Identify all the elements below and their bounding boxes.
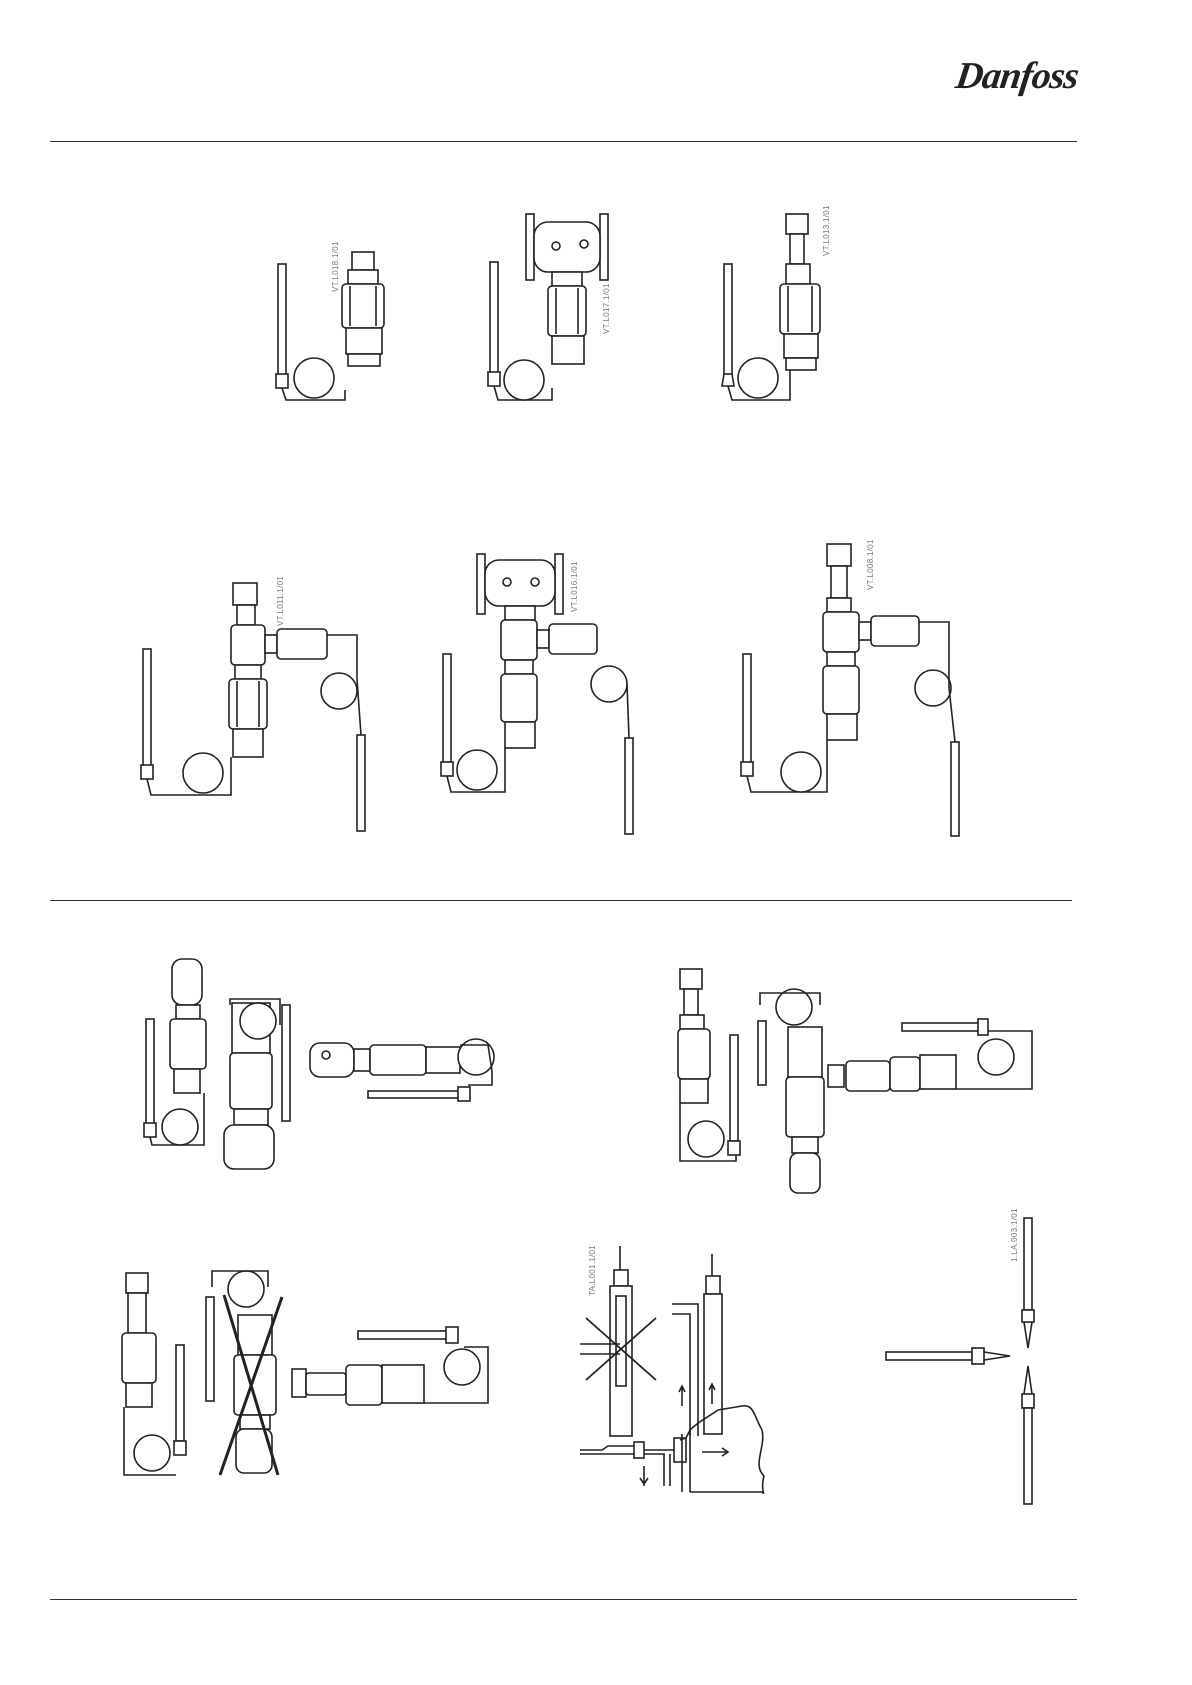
valve-figure-4 — [135, 575, 380, 835]
figure-code: TA.L001.1/01 — [588, 1245, 597, 1296]
figure-code: VT.L008.1/01 — [866, 539, 875, 590]
valve-figure-3 — [710, 210, 840, 410]
figure-code: VT.L016.1/01 — [570, 561, 579, 612]
mounting-orientation-figure-right — [676, 965, 1046, 1205]
figure-code: VT.L017.1/01 — [602, 283, 611, 334]
figure-code: VT.L013.1/01 — [822, 205, 831, 256]
top-rule — [50, 141, 1077, 142]
figure-code: VT.L018.1/01 — [331, 241, 340, 292]
danfoss-logo: Danfoss — [956, 52, 1078, 100]
figure-code: VT.L011.1/01 — [276, 576, 285, 626]
logo-text: Danfoss — [953, 52, 1082, 100]
mounting-orientation-figure-crossed — [116, 1265, 496, 1485]
mounting-orientation-figure-left — [138, 955, 498, 1195]
sensor-pocket-installation-figure — [578, 1240, 788, 1500]
bottom-rule — [50, 1599, 1077, 1600]
valve-figure-2 — [480, 210, 620, 410]
valve-figure-6 — [735, 540, 965, 840]
valve-figure-1 — [270, 240, 390, 410]
valve-figure-5 — [435, 548, 645, 838]
middle-rule — [50, 900, 1072, 901]
figure-code: 1.LA.003.1/01 — [1010, 1208, 1019, 1262]
